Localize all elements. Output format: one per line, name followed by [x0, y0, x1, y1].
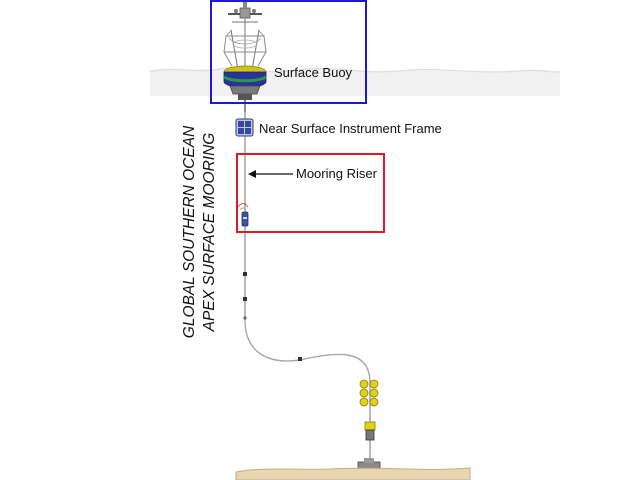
diagram-title-line-2: APEX SURFACE MOORING: [201, 132, 218, 332]
float-stack: [359, 379, 379, 407]
acoustic-release: [364, 421, 376, 441]
riser-wire-dot: [243, 316, 247, 320]
riser-instrument-3: [298, 357, 302, 361]
surface-buoy-label: Surface Buoy: [274, 65, 353, 80]
mooring-riser-highlight-box: [236, 153, 385, 233]
seafloor: [235, 467, 471, 480]
instrument-frame-icon: [235, 118, 254, 137]
surface-buoy-drawing: [223, 2, 267, 112]
riser-curve: [244, 319, 371, 381]
surface-buoy-highlight-box: [210, 0, 367, 104]
wave-line: [149, 67, 561, 73]
riser-instrument-1: [243, 272, 247, 276]
diagram-title-line-1: GLOBAL SOUTHERN OCEAN: [181, 125, 198, 339]
mooring-riser-label: Mooring Riser: [296, 166, 377, 181]
riser-instrument-2: [243, 297, 247, 301]
near-surface-instrument-frame-label: Near Surface Instrument Frame: [259, 121, 442, 136]
riser-sensor-icon: [237, 203, 249, 227]
diagram-title: GLOBAL SOUTHERN OCEAN APEX SURFACE MOORI…: [180, 126, 220, 338]
mooring-riser-arrowhead: [248, 170, 256, 178]
